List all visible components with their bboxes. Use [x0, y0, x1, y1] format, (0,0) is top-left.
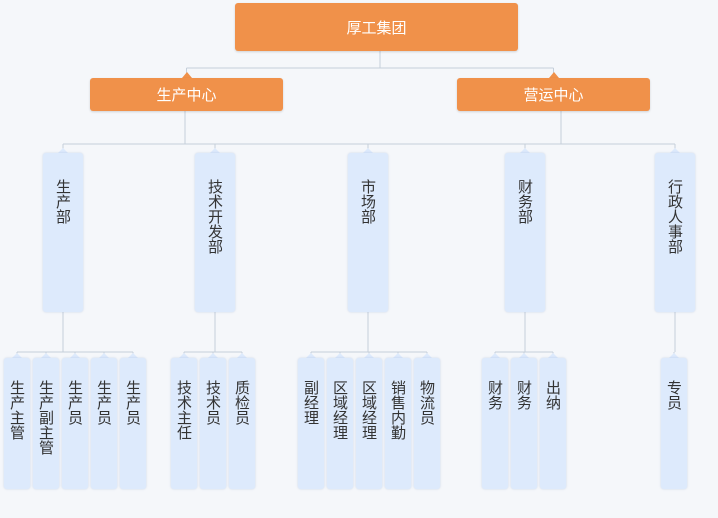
dept-node-2-label: 市场部	[359, 179, 377, 224]
role-node[interactable]: 物流员	[414, 358, 440, 489]
dept-node-0[interactable]: 生产部	[43, 153, 83, 312]
role-cap	[70, 353, 80, 358]
center-cap	[548, 72, 559, 78]
role-node[interactable]: 生产员	[62, 358, 88, 489]
role-node[interactable]: 副经理	[298, 358, 324, 489]
role-node-label: 生产主管	[8, 380, 26, 440]
role-cap	[128, 353, 138, 358]
role-node-label: 区域经理	[360, 380, 378, 440]
role-node-label: 技术主任	[175, 380, 193, 440]
role-cap	[335, 353, 345, 358]
role-node-label: 销售内勤	[389, 380, 407, 440]
role-node[interactable]: 区域经理	[327, 358, 353, 489]
center-node-1-label: 营运中心	[523, 86, 584, 104]
dept-node-2[interactable]: 市场部	[348, 153, 388, 312]
role-node-label: 出纳	[544, 380, 562, 410]
role-node[interactable]: 生产员	[91, 358, 117, 489]
dept-node-0-label: 生产部	[54, 179, 72, 224]
role-node[interactable]: 生产主管	[4, 358, 30, 489]
dept-cap	[210, 148, 220, 153]
dept-cap	[58, 148, 68, 153]
role-node-label: 物流员	[418, 380, 436, 425]
role-node[interactable]: 技术员	[200, 358, 226, 489]
root-node-label: 厚工集团	[346, 18, 407, 37]
center-cap	[181, 72, 192, 78]
role-node[interactable]: 销售内勤	[385, 358, 411, 489]
role-cap	[12, 353, 22, 358]
role-node[interactable]: 区域经理	[356, 358, 382, 489]
role-cap	[237, 353, 247, 358]
role-cap	[208, 353, 218, 358]
role-node-label: 生产员	[66, 380, 84, 425]
role-node[interactable]: 质检员	[229, 358, 255, 489]
role-node-label: 专员	[665, 380, 683, 410]
role-node-label: 质检员	[233, 380, 251, 425]
role-node[interactable]: 财务	[511, 358, 537, 489]
dept-node-4-label: 行政人事部	[666, 179, 684, 254]
dept-node-3-label: 财务部	[516, 179, 534, 224]
role-node-label: 副经理	[302, 380, 320, 425]
role-node-label: 区域经理	[331, 380, 349, 440]
root-node[interactable]: 厚工集团	[235, 3, 518, 51]
dept-cap	[670, 148, 680, 153]
role-cap	[364, 353, 374, 358]
dept-node-1-label: 技术开发部	[206, 179, 224, 254]
role-node[interactable]: 生产副主管	[33, 358, 59, 489]
role-cap	[179, 353, 189, 358]
dept-node-1[interactable]: 技术开发部	[195, 153, 235, 312]
role-cap	[422, 353, 432, 358]
role-cap	[490, 353, 500, 358]
role-cap	[519, 353, 529, 358]
role-cap	[548, 353, 558, 358]
role-cap	[669, 353, 679, 358]
role-cap	[99, 353, 109, 358]
role-cap	[41, 353, 51, 358]
role-cap	[306, 353, 316, 358]
dept-node-3[interactable]: 财务部	[505, 153, 545, 312]
center-node-0-label: 生产中心	[156, 86, 217, 104]
role-node[interactable]: 出纳	[540, 358, 566, 489]
dept-cap	[520, 148, 530, 153]
role-node-label: 财务	[515, 380, 533, 410]
center-node-1[interactable]: 营运中心	[457, 78, 650, 111]
center-node-0[interactable]: 生产中心	[90, 78, 283, 111]
role-node-label: 生产员	[95, 380, 113, 425]
role-node-label: 生产副主管	[37, 380, 55, 455]
role-cap	[393, 353, 403, 358]
role-node-label: 生产员	[124, 380, 142, 425]
role-node[interactable]: 财务	[482, 358, 508, 489]
dept-node-4[interactable]: 行政人事部	[655, 153, 695, 312]
role-node[interactable]: 生产员	[120, 358, 146, 489]
role-node-label: 财务	[486, 380, 504, 410]
dept-cap	[363, 148, 373, 153]
role-node-label: 技术员	[204, 380, 222, 425]
role-node[interactable]: 专员	[661, 358, 687, 489]
role-node[interactable]: 技术主任	[171, 358, 197, 489]
